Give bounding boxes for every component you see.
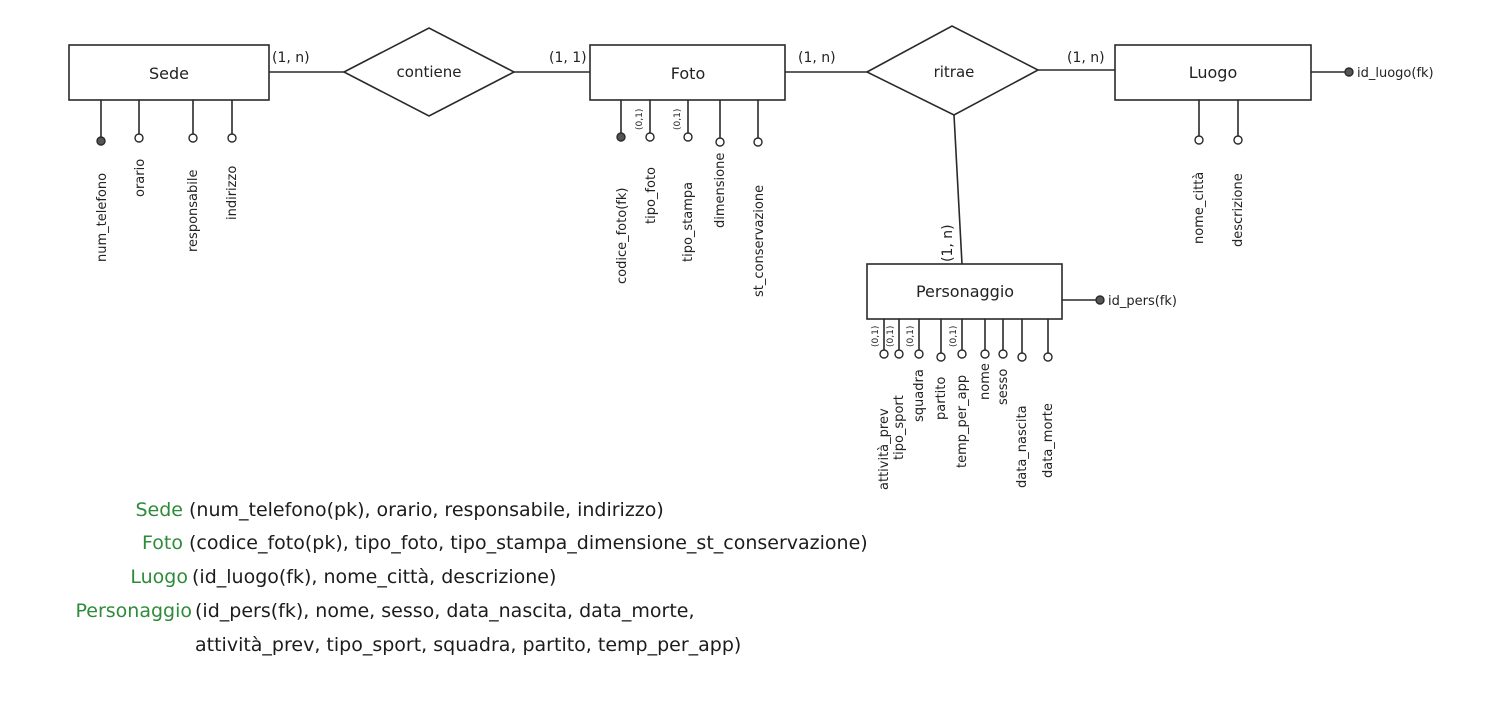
- opt-attivita-prev: (0,1): [871, 326, 881, 347]
- attr-id-pers: id_pers(fk): [1108, 294, 1177, 309]
- relationship-contiene-label: contiene: [397, 63, 462, 81]
- attr-id-luogo: id_luogo(fk): [1357, 66, 1434, 81]
- schema-fields-sede: (num_telefono(pk), orario, responsabile,…: [189, 499, 664, 521]
- entity-personaggio: Personaggio: [866, 263, 1063, 320]
- opt-temp-per-app: (0,1): [949, 326, 959, 347]
- schema-fields-personaggio-cont: attività_prev, tipo_sport, squadra, part…: [195, 634, 742, 656]
- schema-fields-personaggio: (id_pers(fk), nome, sesso, data_nascita,…: [195, 600, 695, 622]
- cardinality-foto-contiene: (1, 1): [549, 50, 587, 66]
- er-diagram: Sede Foto Luogo Personaggio contiene rit…: [68, 25, 1434, 490]
- entity-sede: Sede: [68, 44, 270, 101]
- edge-ritrae-personaggio: [953, 114, 963, 265]
- relationship-contiene: contiene: [342, 27, 516, 117]
- attr-dimensione: dimensione: [713, 153, 728, 228]
- attr-responsabile: responsabile: [186, 170, 201, 253]
- opt-tipo-foto: (0,1): [635, 109, 645, 130]
- attr-data-morte: data_morte: [1041, 403, 1056, 478]
- personaggio-attributes: id_pers(fk) (0,1) attività_prev (0,1) ti…: [871, 294, 1177, 490]
- opt-tipo-stampa: (0,1): [673, 109, 683, 130]
- schema-name-foto: Foto: [142, 532, 183, 554]
- cardinality-personaggio: (1, n): [940, 224, 956, 262]
- schema-fields-foto: (codice_foto(pk), tipo_foto, tipo_stampa…: [189, 532, 868, 554]
- luogo-attributes: id_luogo(fk) nome_città descrizione: [1192, 66, 1434, 247]
- entity-luogo: Luogo: [1114, 44, 1312, 101]
- attr-partito: partito: [934, 377, 949, 420]
- entity-personaggio-label: Personaggio: [916, 282, 1014, 301]
- schema-name-personaggio: Personaggio: [75, 600, 192, 622]
- schema-fields-luogo: (id_luogo(fk), nome_città, descrizione): [192, 566, 557, 588]
- key-marker: [96, 136, 106, 146]
- schema-name-sede: Sede: [135, 499, 184, 521]
- attr-attivita-prev: attività_prev: [877, 408, 892, 490]
- attr-descrizione: descrizione: [1231, 173, 1246, 247]
- relationship-ritrae: ritrae: [865, 25, 1040, 116]
- attr-tipo-stampa: tipo_stampa: [681, 182, 696, 262]
- attr-orario: orario: [133, 159, 148, 197]
- entity-foto: Foto: [589, 44, 786, 101]
- attr-num-telefono: num_telefono: [95, 173, 110, 262]
- attr-nome: nome: [978, 363, 993, 400]
- attr-nome-citta: nome_città: [1192, 172, 1207, 244]
- relationship-ritrae-label: ritrae: [934, 63, 975, 81]
- attr-temp-per-app: temp_per_app: [955, 375, 970, 468]
- attr-data-nascita: data_nascita: [1015, 405, 1030, 488]
- schema-name-luogo: Luogo: [130, 566, 188, 588]
- attr-sesso: sesso: [996, 369, 1011, 405]
- opt-squadra: (0,1): [906, 326, 916, 347]
- attr-codice-foto: codice_foto(fk): [615, 188, 630, 284]
- sede-attributes: num_telefono orario responsabile indiriz…: [95, 99, 240, 262]
- cardinality-luogo: (1, n): [1067, 50, 1105, 66]
- attr-tipo-sport: tipo_sport: [892, 395, 907, 460]
- attr-st-conservazione: st_conservazione: [752, 185, 767, 297]
- entity-foto-label: Foto: [671, 64, 705, 83]
- attr-squadra: squadra: [912, 369, 927, 422]
- attr-indirizzo: indirizzo: [225, 166, 240, 220]
- attr-tipo-foto: tipo_foto: [644, 167, 659, 224]
- cardinality-sede: (1, n): [272, 50, 310, 66]
- opt-tipo-sport: (0,1): [886, 326, 896, 347]
- entity-luogo-label: Luogo: [1189, 63, 1238, 82]
- foto-attributes: codice_foto(fk) (0,1) tipo_foto (0,1) ti…: [615, 99, 767, 297]
- entity-sede-label: Sede: [149, 64, 189, 83]
- cardinality-foto-ritrae: (1, n): [798, 50, 836, 66]
